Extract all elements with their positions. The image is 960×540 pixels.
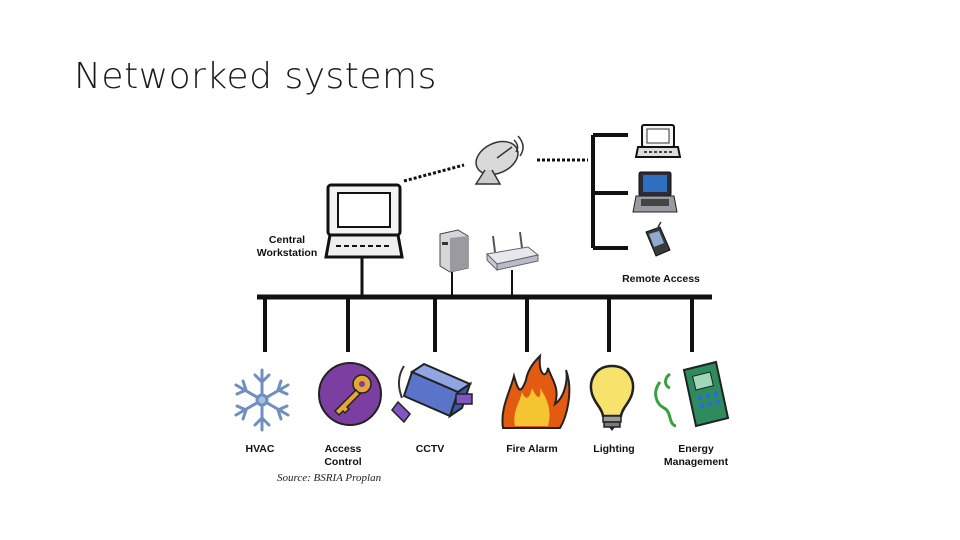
subsystem-label-line2: Management	[663, 456, 729, 468]
subsystem-label-line1: Lighting	[593, 443, 635, 455]
pda-icon	[645, 221, 671, 257]
key-icon	[318, 362, 382, 426]
wireless-links	[403, 158, 588, 183]
subsystem-label-cctv: CCTV	[400, 443, 460, 456]
subsystem-label-hvac: HVAC	[230, 443, 290, 456]
subsystem-label-line1: Energy	[678, 443, 714, 455]
central-workstation-icon	[324, 183, 404, 259]
source-caption: Source: BSRIA Proplan	[277, 472, 382, 484]
energy-meter-icon	[654, 360, 730, 428]
subsystem-label-line1: HVAC	[245, 443, 275, 455]
subsystem-label-line1: CCTV	[415, 443, 445, 455]
slide-title: Networked systems	[74, 56, 437, 97]
central-workstation-label-line2: Workstation	[256, 247, 318, 259]
remote-access-label: Remote Access	[622, 273, 700, 285]
network-bus	[257, 133, 712, 352]
subsystem-label-line1: Fire Alarm	[506, 443, 558, 455]
server-icon	[439, 229, 469, 273]
subsystem-label-fire-alarm: Fire Alarm	[498, 443, 566, 456]
camera-icon	[391, 362, 473, 424]
subsystem-label-line2: Control	[324, 456, 362, 468]
laptop-icon	[634, 124, 682, 158]
notebook-icon	[632, 171, 678, 213]
satellite-dish-icon	[474, 135, 524, 185]
subsystem-label-energy-management: Energy Management	[656, 443, 736, 469]
lightbulb-icon	[589, 364, 635, 431]
router-icon	[485, 231, 540, 272]
subsystem-label-lighting: Lighting	[584, 443, 644, 456]
subsystem-label-access-control: Access Control	[312, 443, 374, 469]
central-workstation-label-line1: Central	[268, 234, 306, 246]
fire-icon	[501, 353, 571, 429]
snowflake-icon	[234, 368, 290, 432]
subsystem-label-line1: Access	[324, 443, 362, 455]
central-workstation-label: Central Workstation	[246, 234, 328, 260]
